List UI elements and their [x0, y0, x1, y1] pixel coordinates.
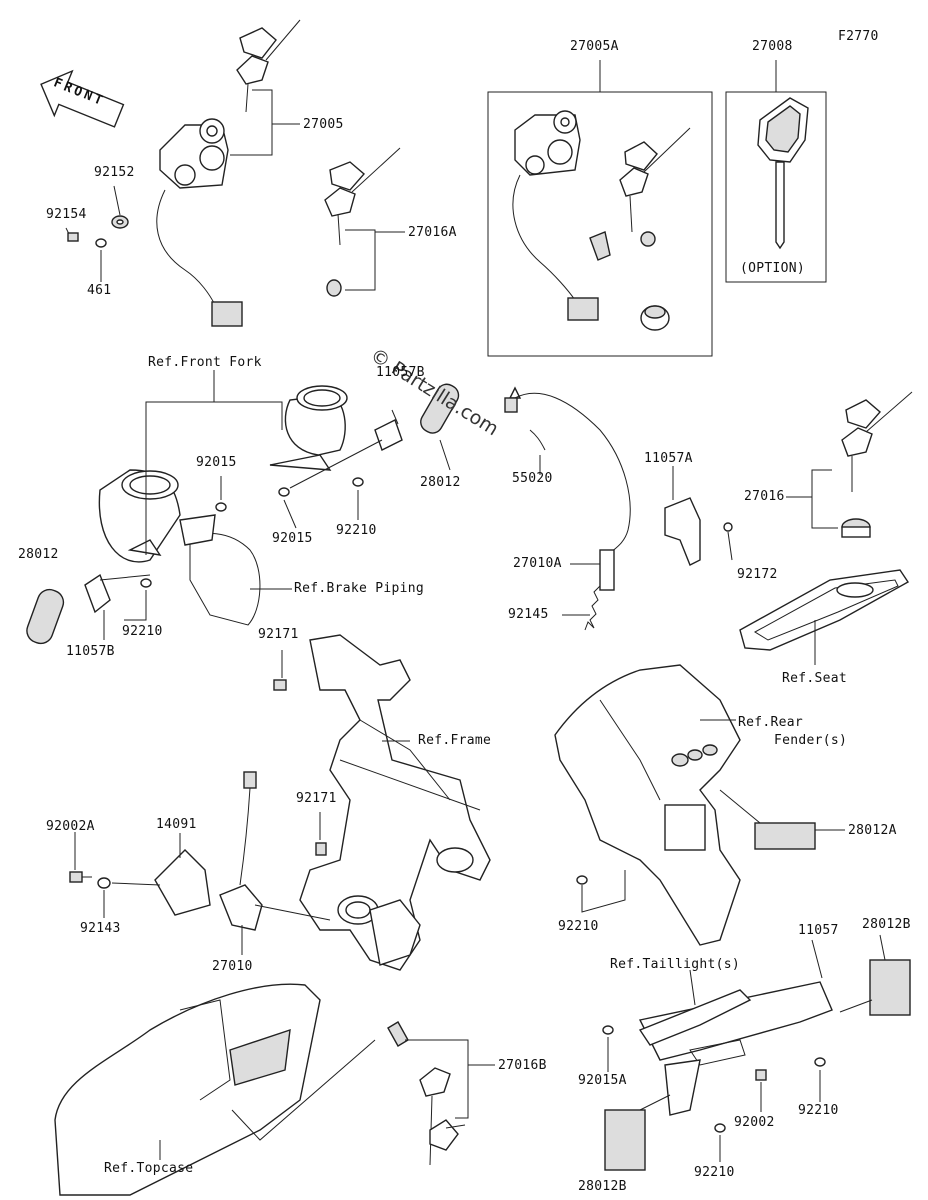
label-92210-d: 92210 — [798, 1103, 839, 1118]
nut-92210-c — [576, 875, 588, 885]
label-27010: 27010 — [212, 959, 253, 974]
ref-brake-piping: Ref.Brake Piping — [294, 581, 425, 596]
nut-92015A — [602, 1025, 614, 1035]
label-11057: 11057 — [798, 923, 839, 938]
nut-92210-d — [814, 1057, 826, 1067]
bolt-92154 — [65, 227, 79, 242]
topcase-drawing — [54, 983, 321, 1196]
ref-frame: Ref.Frame — [418, 733, 492, 748]
bolt-92002 — [755, 1069, 767, 1081]
label-28012B-bot: 28012B — [578, 1179, 627, 1194]
bracket-11057 — [638, 981, 833, 1116]
ignition-switch-drawing — [156, 118, 243, 327]
front-fork-drawing — [98, 385, 348, 563]
label-14091: 14091 — [156, 817, 197, 832]
ref-seat: Ref.Seat — [782, 671, 848, 686]
reflector-28012B-bot — [604, 1109, 646, 1171]
label-28012-mid: 28012 — [420, 475, 461, 490]
nut-461 — [95, 238, 107, 248]
nut-92210-b — [352, 477, 364, 487]
key-drawing-27005 — [236, 19, 301, 113]
washer-92152 — [111, 215, 129, 229]
label-461: 461 — [87, 283, 112, 298]
label-27010A: 27010A — [513, 556, 562, 571]
ref-rear-fender-line1: Ref.Rear — [738, 715, 804, 730]
nut-92015-a — [215, 502, 227, 512]
key-drawing-27016A — [324, 147, 401, 297]
seat-drawing — [739, 569, 910, 651]
label-27005A: 27005A — [570, 39, 619, 54]
label-92171-a: 92171 — [258, 627, 299, 642]
ref-front-fork: Ref.Front Fork — [148, 355, 262, 370]
nut-92015-b — [278, 487, 290, 497]
label-27016: 27016 — [744, 489, 785, 504]
ref-taillight: Ref.Taillight(s) — [610, 957, 741, 972]
ref-rear-fender-line2: Fender(s) — [774, 733, 848, 748]
label-92210-a: 92210 — [122, 624, 163, 639]
brake-piping-drawing — [179, 514, 261, 626]
label-55020: 55020 — [512, 471, 553, 486]
label-27008: 27008 — [752, 39, 793, 54]
label-92002A: 92002A — [46, 819, 95, 834]
label-92154: 92154 — [46, 207, 87, 222]
switch-27010-drawing — [154, 771, 331, 931]
label-92002: 92002 — [734, 1115, 775, 1130]
bracket-11057B-left — [84, 573, 151, 614]
switch-27010A-drawing — [504, 386, 631, 591]
label-28012-left: 28012 — [18, 547, 59, 562]
label-11057B-top: 11057B — [376, 365, 425, 380]
clip-92171-b — [315, 842, 327, 856]
bracket-11057B-top — [289, 409, 403, 489]
ignition-set-drawing — [512, 110, 691, 331]
frame-drawing — [299, 634, 491, 971]
reflector-28012B-top — [869, 959, 911, 1016]
reflector-28012-left — [26, 588, 65, 645]
nut-92210-a — [140, 578, 152, 588]
label-27005: 27005 — [303, 117, 344, 132]
key-drawing-27016 — [841, 391, 913, 538]
nut-92210-e — [714, 1123, 726, 1133]
spring-92145 — [584, 585, 601, 631]
label-92172: 92172 — [737, 567, 778, 582]
label-27016B: 27016B — [498, 1058, 547, 1073]
reflector-28012A — [754, 822, 816, 850]
label-92015-a: 92015 — [196, 455, 237, 470]
label-92210-b: 92210 — [336, 523, 377, 538]
bracket-11057A — [664, 497, 733, 566]
label-92171-b: 92171 — [296, 791, 337, 806]
label-92210-c: 92210 — [558, 919, 599, 934]
figure-code: F2770 — [838, 29, 879, 44]
key-drawing-27016B — [387, 1021, 466, 1166]
label-92210-e: 92210 — [694, 1165, 735, 1180]
rear-fender-drawing — [554, 664, 741, 946]
bolt-92002A — [69, 871, 92, 883]
option-key-drawing — [757, 97, 809, 250]
label-11057B-left: 11057B — [66, 644, 115, 659]
clip-92171-a — [273, 679, 287, 691]
front-arrow-icon — [40, 69, 125, 128]
label-27016A: 27016A — [408, 225, 457, 240]
option-label: (OPTION) — [740, 261, 806, 276]
label-92015-b: 92015 — [272, 531, 313, 546]
washer-92143 — [97, 877, 111, 889]
ref-topcase: Ref.Topcase — [104, 1161, 194, 1176]
label-92145: 92145 — [508, 607, 549, 622]
label-92152: 92152 — [94, 165, 135, 180]
label-28012B-top: 28012B — [862, 917, 911, 932]
label-92143: 92143 — [80, 921, 121, 936]
label-92015A: 92015A — [578, 1073, 627, 1088]
label-28012A: 28012A — [848, 823, 897, 838]
label-11057A: 11057A — [644, 451, 693, 466]
reflector-28012-mid — [420, 383, 460, 434]
